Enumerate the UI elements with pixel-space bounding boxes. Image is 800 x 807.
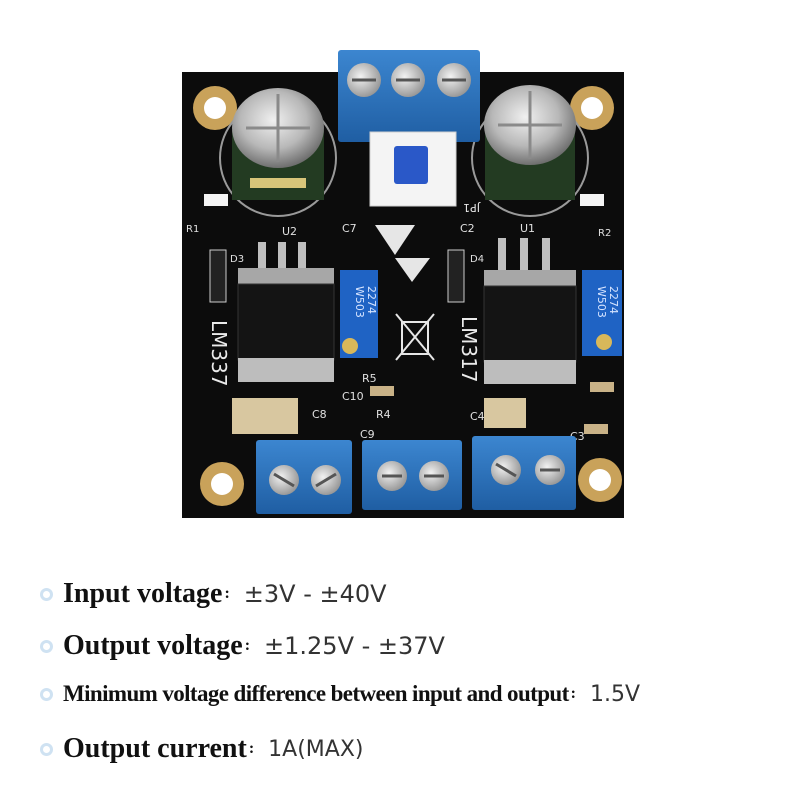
smd-resistor-c [584,424,608,434]
mounting-hole-bottom-left [200,462,244,506]
label-r2: R2 [598,228,611,239]
mounting-hole-bottom-right [578,458,622,502]
pot-right-code: W503 [595,286,608,318]
bullet-circle-icon [40,687,53,701]
spec-list: Input voltage : ±3V - ±40V Output voltag… [0,560,800,807]
potentiometer-left [340,270,378,358]
smd-resistor-a [370,386,394,396]
electrolytic-capacitor-right [471,85,589,217]
pot-left-value: 2274 [365,286,378,314]
spec-value: ±1.25V - ±37V [264,632,445,660]
bullet-circle-icon [40,587,53,601]
input-terminal-block [338,50,480,142]
pcb-photo: JP1 LM337 LM317 W503 2274 W503 2274 [182,50,624,518]
spec-label: Input voltage [63,578,223,609]
label-c4: C4 [470,410,485,423]
smd-resistor-b [590,382,614,392]
spec-input-voltage: Input voltage : ±3V - ±40V [40,578,387,610]
label-c2: C2 [460,222,475,235]
smd-diode-right [447,249,465,303]
smd-capacitor-left [232,398,298,434]
pot-right-value: 2274 [607,286,620,314]
potentiometer-right [582,270,622,356]
smd-led-left [204,194,228,206]
label-r4: R4 [376,408,391,421]
jumper-label: JP1 [463,201,481,214]
label-c8: C8 [312,408,327,421]
output-terminal-block-right [472,436,576,510]
mounting-hole-top-right [570,86,614,130]
spec-output-voltage: Output voltage : ±1.25V - ±37V [40,630,445,662]
spec-separator: : [224,585,230,602]
spec-label: Output voltage [63,630,243,661]
spec-output-current: Output current : 1A(MAX) [40,733,363,765]
spec-value: 1.5V [589,681,641,707]
spec-min-voltage-difference: Minimum voltage difference between input… [40,681,640,707]
electrolytic-capacitor-left [219,88,337,217]
spec-separator: : [248,740,255,757]
warning-triangle-top [375,225,415,255]
label-r1: R1 [186,224,199,235]
warning-triangle-bottom [395,258,430,282]
spec-separator: : [244,637,251,654]
regulator-right [483,238,577,384]
label-c9: C9 [360,428,375,441]
pot-left-code: W503 [353,286,366,318]
spec-label: Minimum voltage difference between input… [63,681,569,706]
spec-separator: : [570,685,576,702]
spec-label: Output current [63,733,247,764]
regulator-right-label: LM317 [457,316,481,383]
label-d4: D4 [470,254,484,265]
regulator-left-label: LM337 [207,320,231,387]
smd-capacitor-right [484,398,526,428]
push-switch [369,131,457,207]
label-u2: U2 [282,225,297,238]
regulator-left [237,242,335,382]
bullet-circle-icon [40,742,53,756]
output-terminal-block-left [256,440,352,514]
output-terminal-block-middle [362,440,462,510]
bullet-circle-icon [40,639,53,653]
label-c7: C7 [342,222,357,235]
smd-diode-left [209,249,227,303]
label-c10: C10 [342,390,364,403]
label-d3: D3 [230,254,244,265]
mounting-hole-top-left [193,86,237,130]
weee-bin-icon [395,313,435,361]
label-r5: R5 [362,372,377,385]
smd-led-right [580,194,604,206]
spec-value: 1A(MAX) [268,736,364,762]
spec-value: ±3V - ±40V [243,580,387,608]
label-u1: U1 [520,222,535,235]
